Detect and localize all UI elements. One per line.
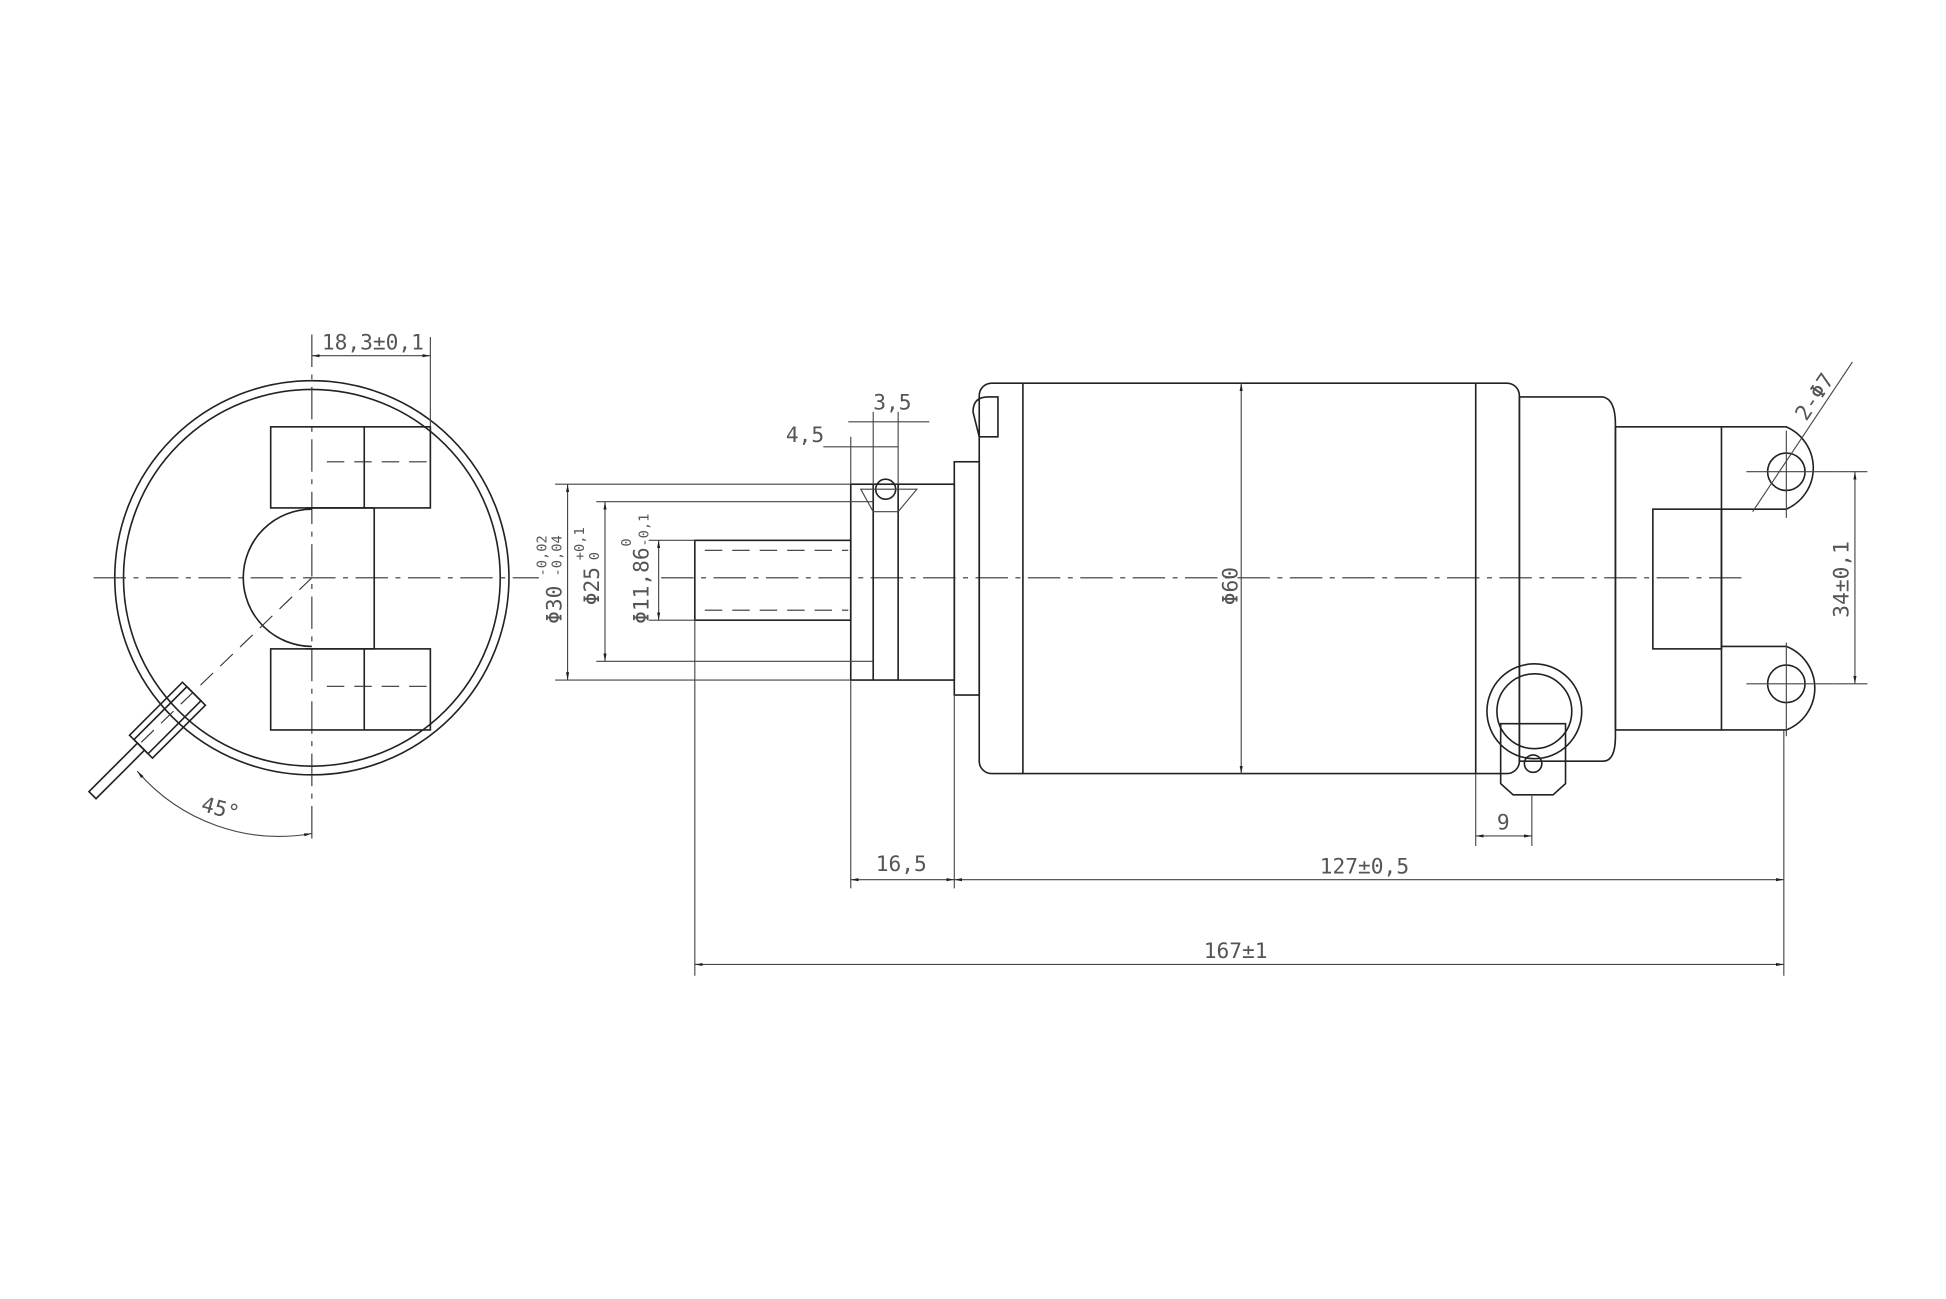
svg-text:Φ25: Φ25 (579, 567, 604, 605)
svg-text:-0,02: -0,02 (534, 535, 550, 576)
svg-text:+0,1: +0,1 (572, 527, 588, 560)
body-length-label: 127±0,5 (1320, 853, 1409, 878)
rear-bracket (1614, 426, 1723, 731)
terminal-stud (87, 681, 207, 800)
front-flange (849, 483, 956, 681)
end-view: 18,3±0,1 45° (87, 329, 539, 839)
side-view: Φ30 -0,02 -0,04 Φ25 +0,1 0 Φ11,86 0 -0,1… (534, 361, 1868, 976)
mounting-ear-bottom (1721, 645, 1816, 731)
spline-shaft (694, 539, 852, 621)
end-cap (1518, 396, 1617, 762)
groove-width-label: 3,5 (873, 389, 911, 414)
hole-spacing-label: 34±0,1 (1829, 541, 1854, 618)
svg-text:-0,1: -0,1 (637, 514, 653, 547)
bracket-cutout-arc (242, 508, 312, 648)
terminal-offset-label: 9 (1497, 810, 1510, 835)
overall-length-label: 167±1 (1204, 938, 1268, 963)
spline-dia-label: Φ11,86 0 -0,1 (619, 514, 653, 624)
terminal-axis (136, 577, 313, 747)
body-dia-label: Φ60 (1217, 567, 1242, 605)
mounting-ear-top (1721, 426, 1815, 510)
hole-leader (1752, 361, 1853, 512)
groove-offset-label: 4,5 (786, 422, 824, 447)
svg-text:-0,04: -0,04 (549, 535, 565, 576)
motor-body (978, 382, 1521, 775)
svg-text:Φ11,86: Φ11,86 (629, 547, 654, 624)
terminal-tab (1499, 722, 1567, 796)
svg-text:0: 0 (619, 538, 635, 546)
mount-step (953, 460, 981, 696)
hole-spec-label: 2-Φ7 (1790, 368, 1839, 424)
angle-dimension-arc (136, 770, 312, 837)
body-clip (972, 396, 999, 438)
bracket-bottom-block (269, 648, 432, 731)
bracket-top-block (269, 426, 432, 509)
svg-text:Φ30: Φ30 (541, 586, 566, 624)
width-dimension-label: 18,3±0,1 (322, 329, 424, 354)
flange-dia-label: Φ30 -0,02 -0,04 (534, 535, 566, 624)
terminal-boss (1486, 663, 1583, 760)
svg-text:0: 0 (587, 552, 603, 560)
pilot-dia-label: Φ25 +0,1 0 (572, 527, 604, 605)
flange-length-label: 16,5 (876, 851, 927, 876)
angle-dimension-label: 45° (199, 791, 242, 825)
